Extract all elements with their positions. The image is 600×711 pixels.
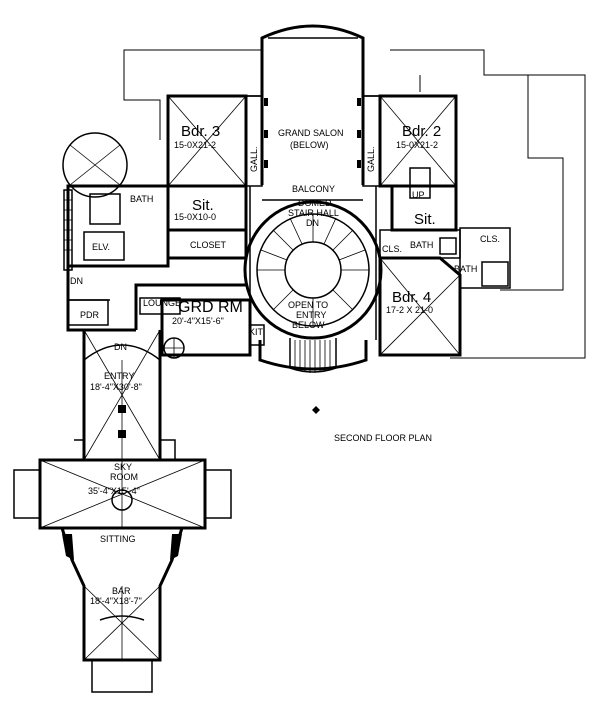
corridor-walls (66, 266, 246, 332)
sit-left-name: Sit. (192, 197, 214, 214)
dn-left-label: DN (70, 276, 83, 286)
service-rooms (63, 184, 248, 271)
grd-rm-size: 20'-4"X15'-6" (172, 316, 224, 326)
bar-name: BAR (112, 586, 131, 596)
plan-title: SECOND FLOOR PLAN (334, 433, 432, 443)
cls-right-label: CLS. (480, 234, 500, 244)
grand-salon-label: GRAND SALON (278, 128, 344, 138)
bath-right-label: BATH (410, 240, 433, 250)
domed-dn: DN (306, 218, 319, 228)
entry-dn: DN (114, 342, 127, 352)
grand-salon-bay (260, 24, 365, 185)
bath-left-label: BATH (130, 194, 153, 204)
terrace-outline (123, 49, 586, 359)
domed-label-1: DOMED (298, 198, 332, 208)
bdr4-name: Bdr. 4 (392, 289, 431, 306)
bedroom-4-walls (378, 227, 511, 357)
balcony-label: BALCONY (292, 184, 335, 194)
gall-right-label: GALL. (366, 146, 376, 172)
gall-left-label: GALL. (249, 146, 259, 172)
domed-label-2: STAIR HALL (288, 208, 339, 218)
up-label: UP (412, 190, 425, 200)
sitting-label: SITTING (100, 534, 136, 544)
sky-room-walls (13, 458, 232, 530)
closet-label: CLOSET (190, 240, 227, 250)
gallery-columns (245, 95, 381, 187)
entry-apse (249, 324, 368, 373)
bdr2-name: Bdr. 2 (402, 123, 441, 140)
elv-label: ELV. (92, 242, 110, 252)
grand-salon-note: (BELOW) (290, 140, 329, 150)
turret (62, 132, 128, 198)
bedroom-3-walls (166, 94, 262, 232)
sit-left-size: 15-0X10-0 (174, 212, 216, 222)
sit-right-name: Sit. (414, 211, 436, 228)
open-to-1: OPEN TO (288, 300, 328, 310)
sky-name-1: SKY (114, 462, 132, 472)
bdr3-size: 15-0X21-2 (174, 140, 216, 150)
bdr2-size: 15-0X21-2 (396, 140, 438, 150)
kit-label: KIT (249, 327, 264, 337)
bdr3-name: Bdr. 3 (181, 123, 220, 140)
entry-walls (74, 329, 176, 461)
domed-stair-hall (243, 186, 383, 340)
entry-name: ENTRY (104, 371, 134, 381)
grd-rm-name: GRD RM (178, 299, 243, 316)
bar-size: 18'-4"X18'-7" (90, 596, 142, 606)
bedroom-2-walls (363, 94, 458, 232)
open-to-2: ENTRY (296, 310, 326, 320)
sitting-bar-walls (59, 526, 185, 693)
lounge-label: LOUNGE (143, 298, 181, 308)
cls-left-label: CLS. (382, 244, 402, 254)
open-to-3: BELOW (292, 320, 325, 330)
bdr4-size: 17-2 X 21-0 (386, 305, 433, 315)
compass-mark (312, 406, 320, 414)
sky-name-2: ROOM (110, 472, 138, 482)
entry-size: 18'-4"X30'-8" (90, 382, 142, 392)
sky-size: 35'-4"X15'-4" (88, 486, 140, 496)
bath-far-label: BATH (454, 264, 477, 274)
pdr-label: PDR (80, 310, 100, 320)
